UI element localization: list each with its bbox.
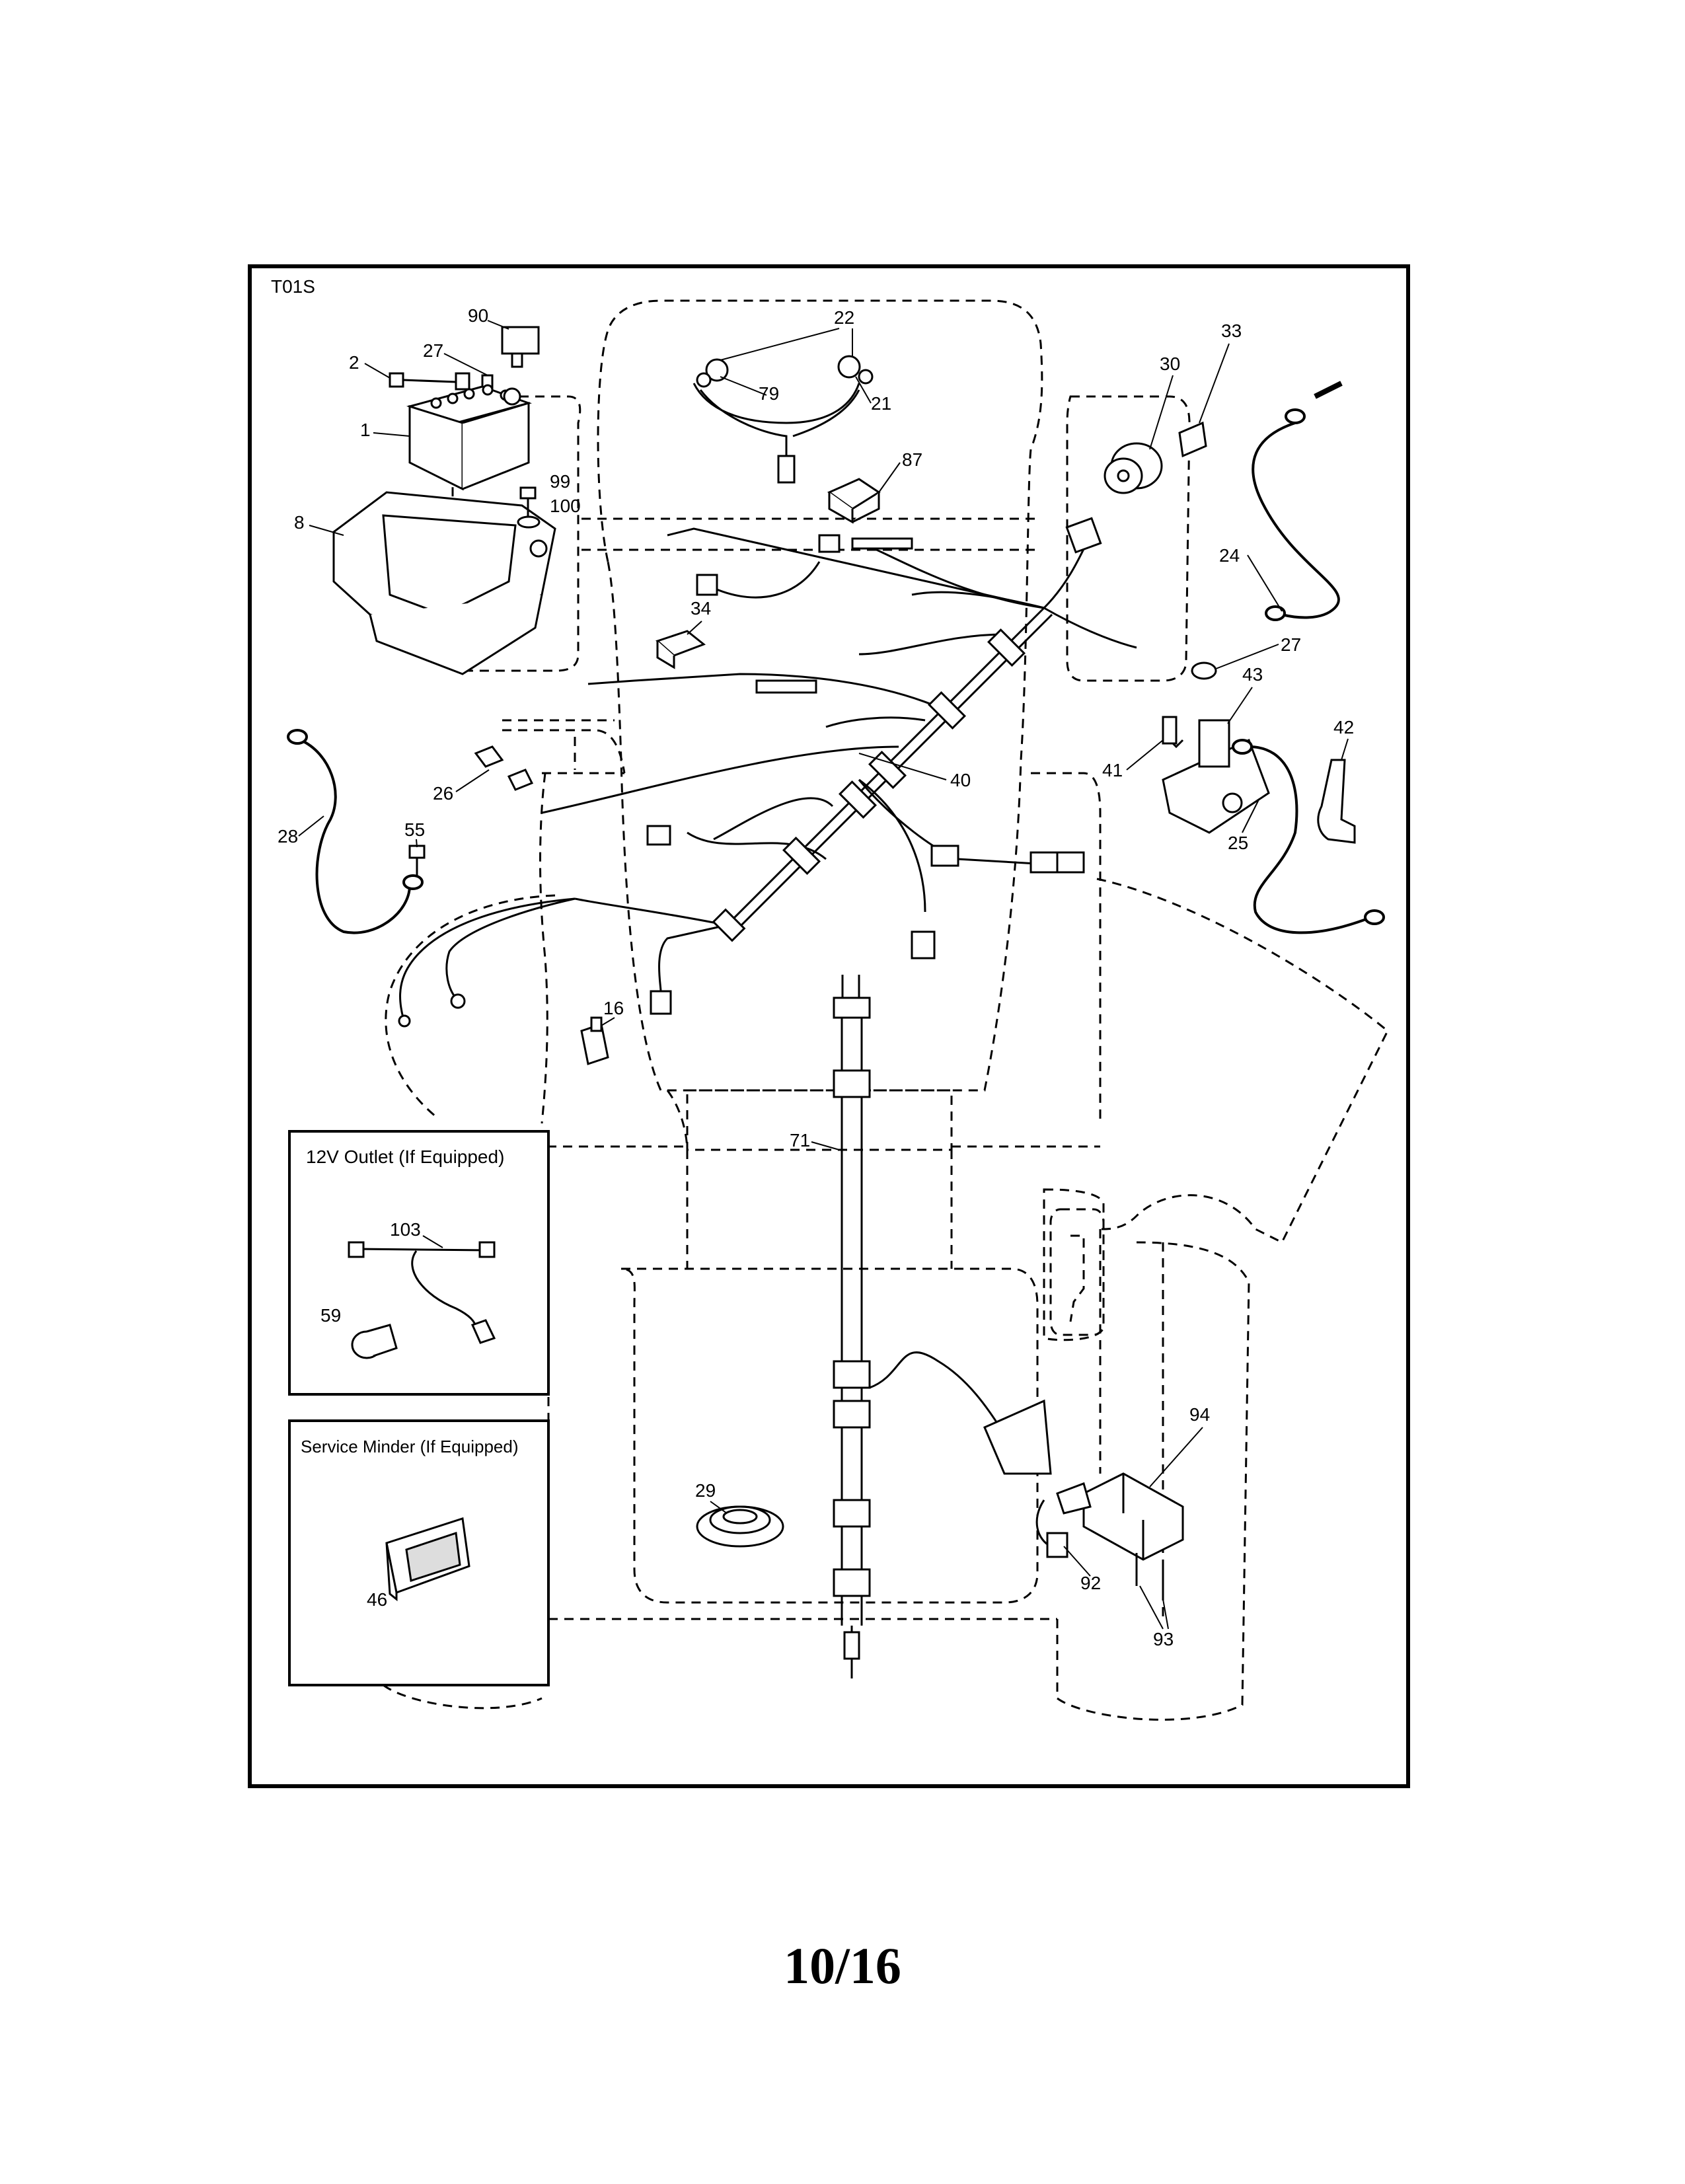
callout-16: 16	[603, 998, 624, 1018]
part-43-solenoid	[1162, 661, 1270, 834]
part-25-cable	[1232, 739, 1385, 934]
callout-30: 30	[1160, 354, 1180, 374]
callout-2: 2	[349, 352, 359, 373]
part-59-outlet	[351, 1324, 398, 1359]
part-55-bolt	[408, 845, 426, 876]
callout-43: 43	[1242, 664, 1263, 685]
callout-99: 99	[550, 471, 570, 492]
part-103-outlet-harness	[348, 1241, 496, 1344]
inset-12v-outlet-title: 12V Outlet (If Equipped)	[306, 1147, 504, 1167]
callout-8: 8	[294, 512, 305, 533]
callout-93: 93	[1153, 1629, 1174, 1649]
inset-service-minder-title: Service Minder (If Equipped)	[301, 1437, 518, 1456]
inset-12v-outlet-frame	[288, 1130, 550, 1396]
part-1-battery	[406, 384, 532, 491]
callout-59: 59	[320, 1305, 341, 1326]
harness-connectors	[646, 534, 936, 1015]
part-42-boot	[1317, 759, 1356, 844]
callout-21: 21	[871, 393, 891, 414]
part-33-key	[1178, 421, 1207, 458]
callout-90: 90	[468, 305, 488, 326]
part-21-headlight-harness	[693, 355, 874, 484]
callout-33: 33	[1221, 320, 1242, 341]
callout-41: 41	[1102, 760, 1123, 780]
callout-100: 100	[550, 496, 581, 516]
part-29	[696, 1505, 784, 1548]
leader-lines	[298, 320, 1349, 1630]
callout-103: 103	[390, 1219, 421, 1240]
callout-94: 94	[1189, 1404, 1210, 1425]
part-87-relay	[827, 478, 881, 524]
part-28-cable	[287, 729, 424, 934]
part-30-ignition-switch	[1104, 442, 1163, 494]
callout-28: 28	[278, 826, 298, 847]
part-46-service-minder	[385, 1517, 470, 1602]
callout-55: 55	[404, 819, 425, 840]
callout-22: 22	[834, 307, 854, 328]
harness-clips	[712, 517, 1102, 942]
callout-42: 42	[1333, 717, 1354, 737]
part-2-bolt	[389, 372, 494, 391]
callout-29: 29	[695, 1480, 716, 1501]
diagram-frame	[248, 264, 1410, 1788]
page-number: 10/16	[784, 1937, 901, 1994]
main-wiring-harness	[541, 527, 1137, 992]
callout-24: 24	[1219, 545, 1240, 566]
rear-harness-71	[833, 975, 1052, 1678]
part-94-switch-assembly	[1035, 1472, 1184, 1599]
part-99-100	[517, 486, 541, 529]
callout-27b: 27	[1281, 634, 1301, 655]
callout-26: 26	[433, 783, 453, 804]
callout-71: 71	[790, 1130, 810, 1150]
callout-92: 92	[1080, 1573, 1101, 1593]
part-24-cable	[1252, 381, 1343, 621]
part-26-fuse	[474, 745, 534, 791]
callout-27a: 27	[423, 340, 443, 361]
callout-40: 40	[950, 770, 971, 790]
left-ground-wires	[398, 897, 576, 1028]
callout-34: 34	[691, 598, 711, 619]
part-8-battery-tray	[332, 491, 556, 675]
diagram-code: T01S	[271, 276, 315, 297]
part-16-plug	[580, 1016, 609, 1065]
callout-87: 87	[902, 449, 922, 470]
part-90	[501, 326, 540, 368]
callout-1: 1	[360, 420, 371, 440]
callout-46: 46	[367, 1589, 387, 1610]
part-34-switch	[655, 630, 706, 669]
callout-25: 25	[1228, 833, 1248, 853]
